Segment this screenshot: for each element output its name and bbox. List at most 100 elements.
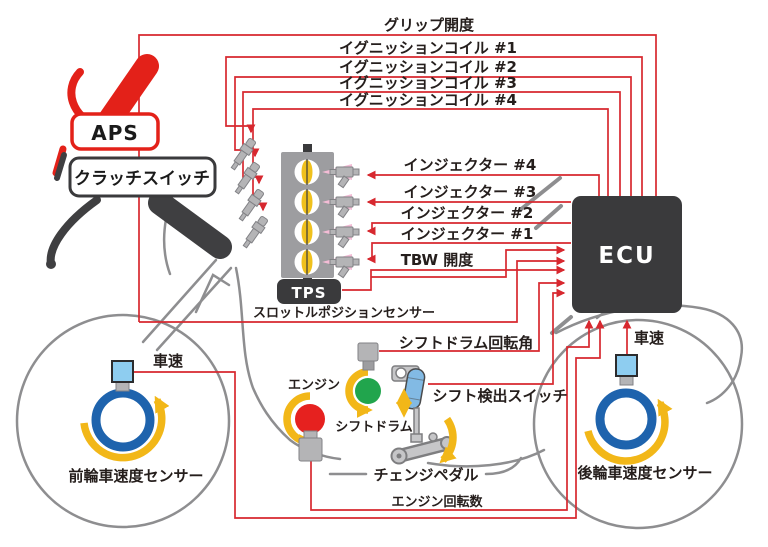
rear-speed-ring bbox=[595, 388, 657, 450]
tps-label: TPS bbox=[291, 284, 326, 302]
injector-2-label: インジェクター #2 bbox=[401, 204, 534, 222]
grip-opening-label: グリップ開度 bbox=[384, 16, 475, 34]
wire-injector-2 bbox=[366, 222, 571, 236]
wire-tbw-opening bbox=[371, 245, 566, 278]
shift-drum-angle-label: シフトドラム回転角 bbox=[399, 334, 534, 352]
pedal-rotation-arrow bbox=[439, 416, 457, 464]
pedal-toe-center bbox=[396, 453, 402, 459]
aps-box bbox=[70, 112, 160, 151]
ecu-box bbox=[572, 196, 682, 313]
rear-wheel-sensor-unit bbox=[615, 354, 638, 386]
lever-perch bbox=[54, 152, 67, 181]
body-top-nub bbox=[303, 144, 312, 152]
engine-marker bbox=[283, 392, 325, 462]
ignition-coil-2-label: イグニッションコイル #2 bbox=[339, 58, 517, 76]
butterfly-valve bbox=[294, 159, 320, 185]
clutch-switch-label: クラッチスイッチ bbox=[74, 169, 210, 189]
wire-ignition-coil-4 bbox=[252, 108, 609, 212]
wire-ignition-coil-3 bbox=[242, 91, 621, 196]
wire-throttle-position bbox=[342, 265, 566, 291]
front-sensor-neck bbox=[115, 381, 130, 392]
spark-plug bbox=[238, 188, 264, 222]
ignition-coil-4-label: イグニッションコイル #4 bbox=[339, 91, 517, 109]
front-rotation-arrow bbox=[80, 395, 170, 462]
wire-injector-4 bbox=[366, 170, 600, 196]
pedal-leader-right bbox=[484, 456, 523, 476]
frame-dash bbox=[518, 176, 562, 212]
shift-detect-switch-label: シフト検出スイッチ bbox=[432, 387, 567, 405]
front-fork-line bbox=[141, 258, 218, 344]
front-speed-ring bbox=[91, 388, 155, 452]
butterfly-valve bbox=[294, 219, 320, 245]
pedal-pivot-small bbox=[428, 432, 438, 442]
front-vehicle-speed-label: 車速 bbox=[153, 352, 183, 370]
wire-shift-drum-angle bbox=[379, 278, 566, 352]
rod-clevis bbox=[410, 433, 423, 443]
lever-ball-end bbox=[46, 259, 56, 269]
butterfly-valve bbox=[294, 249, 320, 275]
spark-plugs bbox=[230, 137, 268, 249]
front-wheel-outline bbox=[15, 313, 231, 529]
shift-drum-label: シフトドラム bbox=[335, 420, 413, 435]
wire-clutch-switch bbox=[139, 256, 566, 323]
throttle-butterflies bbox=[294, 159, 320, 275]
tbw-opening-label: TBW 開度 bbox=[401, 251, 475, 269]
switch-rod bbox=[413, 407, 420, 437]
wire-labels: グリップ開度 イグニッションコイル #1 イグニッションコイル #2 イグニッシ… bbox=[68, 16, 712, 510]
bracket-eye bbox=[395, 367, 407, 379]
wire-ignition-coil-1 bbox=[225, 56, 643, 196]
wire-front-speed bbox=[132, 319, 605, 519]
drum-sensor-neck bbox=[362, 360, 375, 371]
shift-drum-marker bbox=[345, 342, 381, 418]
front-fork-line bbox=[155, 266, 233, 352]
ignition-coil-3-label: イグニッションコイル #3 bbox=[339, 74, 517, 92]
injector-3-label: インジェクター #3 bbox=[404, 183, 537, 201]
spark-plug bbox=[242, 215, 268, 249]
grip-body bbox=[97, 54, 159, 133]
injectors bbox=[329, 166, 360, 279]
left-grip bbox=[148, 191, 232, 259]
ignition-coil-1-label: イグニッションコイル #1 bbox=[339, 39, 517, 57]
tps-box bbox=[277, 279, 341, 304]
wire-shift-detect-switch bbox=[428, 288, 566, 385]
rear-speed-sensor bbox=[615, 354, 638, 377]
signal-wires bbox=[132, 34, 657, 519]
front-wheel-sensor-label: 前輪車速度センサー bbox=[68, 467, 203, 485]
rear-wheel-sensor-label: 後輪車速度センサー bbox=[576, 464, 712, 482]
frame-zigzag bbox=[194, 273, 231, 314]
engine-label: エンジン bbox=[288, 378, 340, 393]
front-speed-sensor bbox=[111, 360, 134, 383]
injector bbox=[329, 196, 360, 219]
ecu-label: ECU bbox=[598, 243, 655, 269]
wire-injector-1 bbox=[366, 242, 571, 264]
wire-ignition-coil-2 bbox=[234, 76, 632, 196]
engine-rpm-sensor bbox=[298, 437, 323, 462]
spark-plug bbox=[234, 161, 260, 195]
shift-detect-switch-assembly bbox=[391, 365, 426, 443]
spark-plug bbox=[230, 137, 256, 171]
butterfly-valve bbox=[294, 189, 320, 215]
shift-drum-sensor bbox=[357, 342, 379, 362]
injector bbox=[329, 166, 360, 189]
injector-1-label: インジェクター #1 bbox=[401, 225, 534, 243]
drum-rotation-arrow bbox=[345, 368, 373, 418]
front-wheel-sensor-unit bbox=[111, 360, 134, 392]
clutch-lever bbox=[46, 196, 101, 268]
frame-dash bbox=[550, 315, 573, 335]
shift-drum-dot bbox=[355, 378, 381, 404]
engine-dot bbox=[295, 404, 325, 434]
rear-rotation-arrow bbox=[584, 398, 673, 465]
rear-sensor-neck bbox=[619, 375, 634, 386]
clutch-lever-graphic bbox=[46, 152, 232, 269]
change-pedal-label: チェンジペダル bbox=[373, 466, 478, 484]
injector bbox=[329, 256, 360, 279]
rear-vehicle-speed-label: 車速 bbox=[634, 329, 664, 347]
throttle-position-sensor-label: スロットルポジションセンサー bbox=[253, 305, 435, 321]
engine-rpm-label: エンジン回転数 bbox=[391, 494, 483, 510]
change-pedal-assembly bbox=[390, 416, 457, 465]
engine-sensor-neck bbox=[303, 430, 318, 439]
clutch-switch-box bbox=[68, 156, 217, 198]
wire-engine-rpm bbox=[310, 319, 594, 511]
